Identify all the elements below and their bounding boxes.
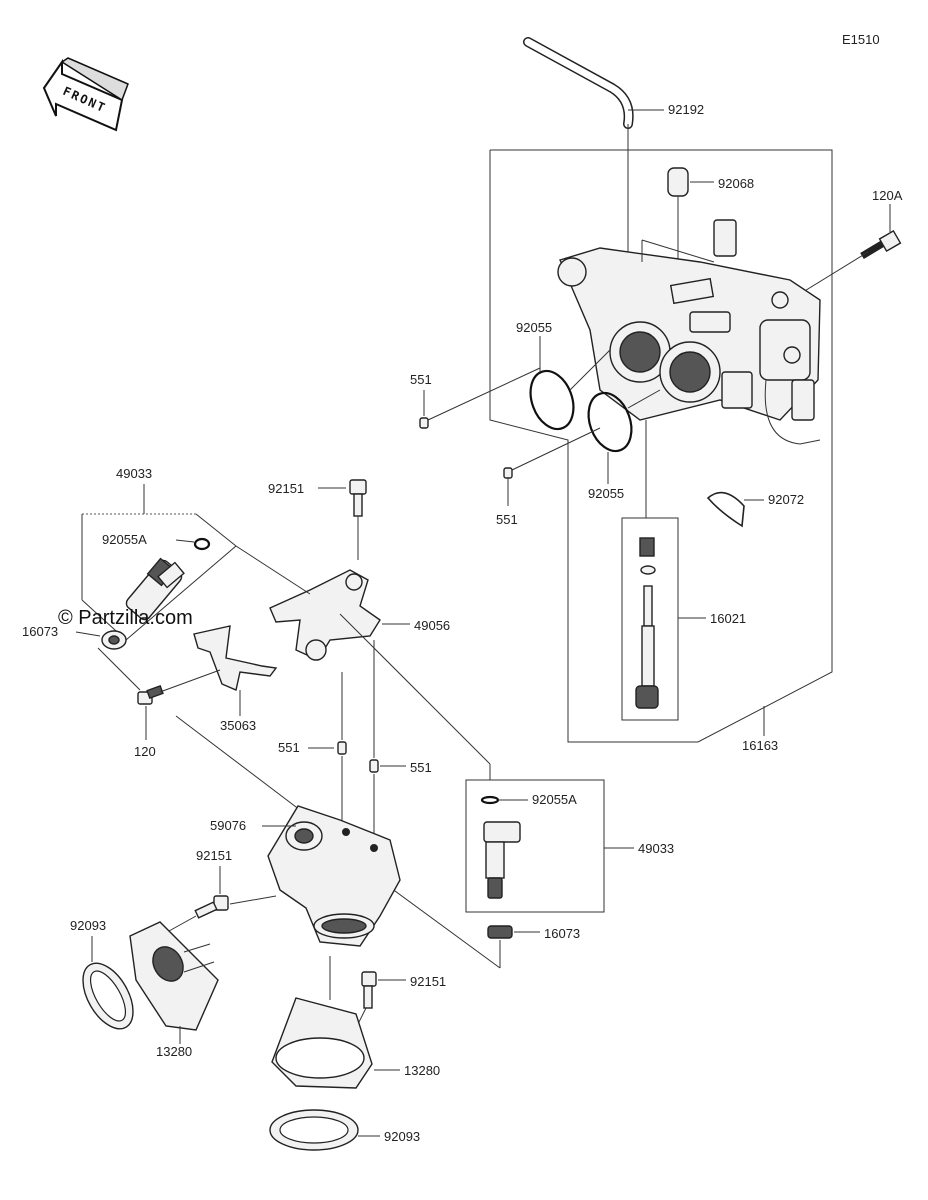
label-16073-box: 16073 xyxy=(544,926,580,941)
label-59076: 59076 xyxy=(210,818,246,833)
diagram-code: E1510 xyxy=(842,32,880,47)
delivery-pipe-49056 xyxy=(235,545,491,765)
plate-13280-left xyxy=(129,921,219,1044)
gasket-92093-left xyxy=(82,936,134,1030)
injector-upper xyxy=(125,557,185,621)
label-92055-lower: 92055 xyxy=(588,486,624,501)
label-551-b: 551 xyxy=(410,760,432,775)
bolt-92151-low xyxy=(355,971,406,1029)
o-ring-92055a-upper xyxy=(175,537,211,551)
label-551-mid: 551 xyxy=(496,512,518,527)
label-120a: 120A xyxy=(872,188,903,203)
bolt-120 xyxy=(97,647,301,811)
label-551-left: 551 xyxy=(410,372,432,387)
label-92151-top: 92151 xyxy=(268,481,304,496)
bracket-35063 xyxy=(193,625,278,716)
label-92151-low: 92151 xyxy=(410,974,446,989)
clamp-92072 xyxy=(706,491,764,528)
cap-92068 xyxy=(667,167,714,262)
label-92093-bottom: 92093 xyxy=(384,1129,420,1144)
label-92093-left: 92093 xyxy=(70,918,106,933)
assembly-bracket-16163 xyxy=(489,149,833,743)
pin-551-a xyxy=(308,672,347,826)
label-16021: 16021 xyxy=(710,611,746,626)
label-120: 120 xyxy=(134,744,156,759)
label-13280-right: 13280 xyxy=(404,1063,440,1078)
label-49056: 49056 xyxy=(414,618,450,633)
label-49033-box: 49033 xyxy=(638,841,674,856)
label-16163: 16163 xyxy=(742,738,778,753)
pin-551-b xyxy=(369,640,406,840)
sensor-16021 xyxy=(621,420,706,721)
bolt-92151-top xyxy=(318,479,367,560)
seal-16073-box xyxy=(379,879,540,969)
pin-551-left xyxy=(419,367,541,429)
label-49033-upper: 49033 xyxy=(116,466,152,481)
label-13280-left: 13280 xyxy=(156,1044,192,1059)
label-92055-upper: 92055 xyxy=(516,320,552,335)
label-92068: 92068 xyxy=(718,176,754,191)
seal-16073-left xyxy=(75,630,127,650)
label-92151-mid: 92151 xyxy=(196,848,232,863)
front-arrow-icon: FRONT xyxy=(42,57,129,132)
label-16073-left: 16073 xyxy=(22,624,58,639)
label-35063: 35063 xyxy=(220,718,256,733)
pin-551-mid xyxy=(503,427,601,506)
label-92072: 92072 xyxy=(768,492,804,507)
adapter-59076 xyxy=(262,805,401,947)
watermark: © Partzilla.com xyxy=(58,607,193,629)
o-ring-92055-lower xyxy=(587,389,661,484)
label-92055a-box: 92055A xyxy=(532,792,577,807)
label-551-a: 551 xyxy=(278,740,300,755)
label-92055a-upper: 92055A xyxy=(102,532,147,547)
throttle-body xyxy=(557,219,821,445)
injector-group-49033-box xyxy=(465,764,634,913)
label-92192: 92192 xyxy=(668,102,704,117)
bolt-120a xyxy=(789,204,902,301)
hose-92192 xyxy=(523,37,664,262)
plate-13280-right xyxy=(271,956,400,1089)
bolt-92151-mid xyxy=(159,866,277,937)
gasket-92093-bottom xyxy=(269,1109,380,1151)
o-ring-92055-upper xyxy=(529,336,611,431)
